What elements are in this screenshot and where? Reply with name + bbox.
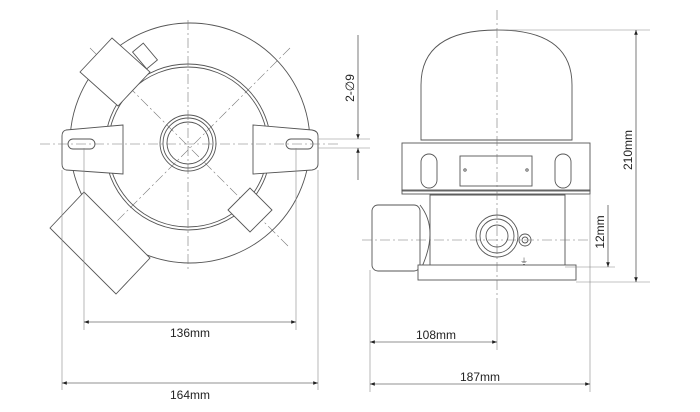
side-view: 2-∅9 ⏚ 210mm 12mm 108mm 187mm <box>343 10 650 392</box>
mount-ear-left <box>61 124 124 175</box>
dim-12mm: 12mm <box>593 215 607 248</box>
dim-187mm: 187mm <box>460 370 500 384</box>
ground-icon: ⏚ <box>520 257 528 266</box>
nameplate <box>459 155 533 187</box>
cable-gland-side <box>371 204 421 272</box>
dim-108mm: 108mm <box>416 328 456 342</box>
cable-gland <box>49 191 151 295</box>
dome-lens <box>420 29 573 141</box>
dim-2-hole-9: 2-∅9 <box>343 74 357 102</box>
dim-164mm: 164mm <box>170 388 210 402</box>
dim-136mm: 136mm <box>170 326 210 340</box>
dim-210mm: 210mm <box>621 130 635 170</box>
top-view: 136mm 164mm <box>40 20 370 402</box>
junction-box-top <box>79 37 151 107</box>
upper-housing <box>401 142 591 192</box>
mount-ear-right <box>252 124 319 175</box>
